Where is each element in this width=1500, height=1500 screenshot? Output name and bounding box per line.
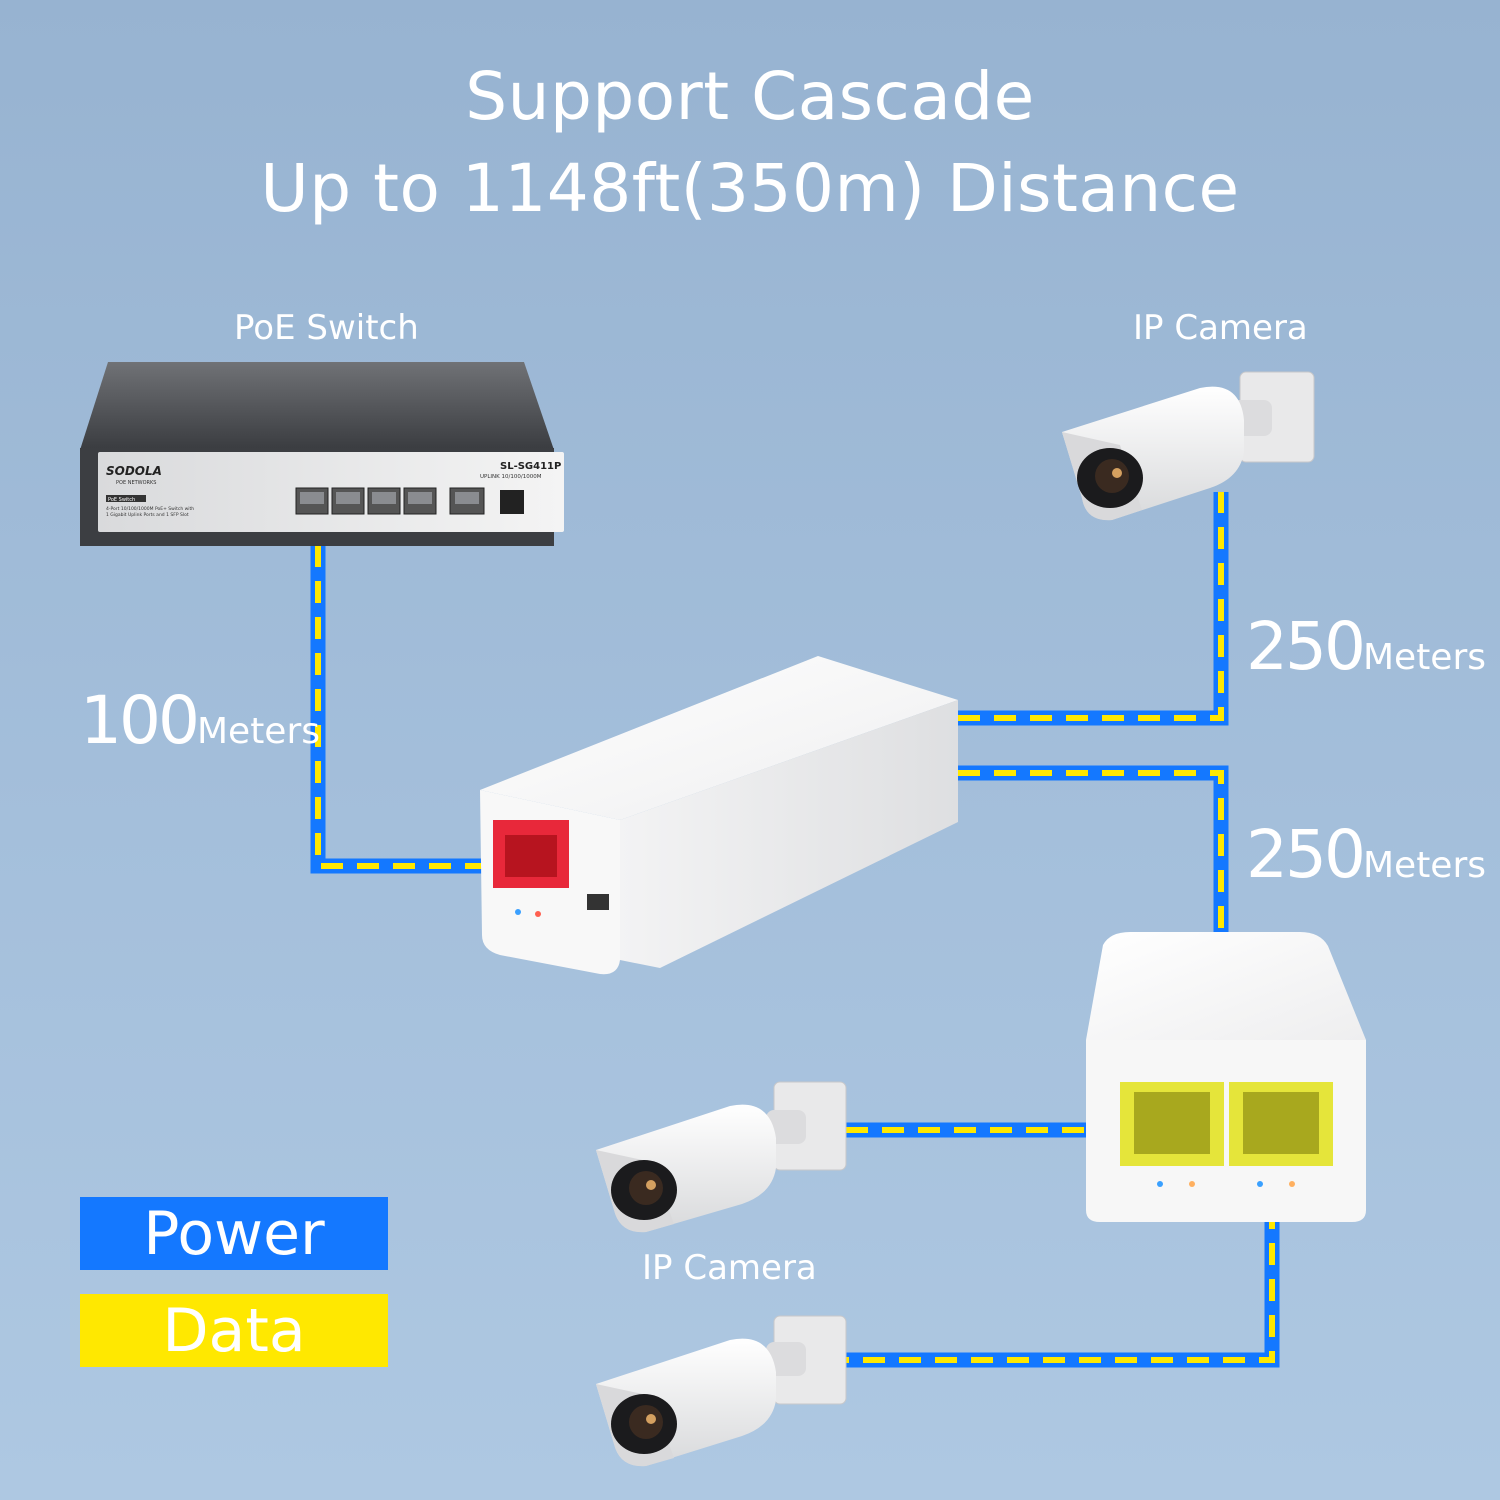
switch-desc-1: 4-Port 10/100/1000M PoE+ Switch with — [106, 506, 194, 512]
distance-segment-3-unit: Meters — [1362, 845, 1487, 886]
switch-model: SL-SG411P — [500, 461, 561, 472]
distance-segment-1-value: 100 — [80, 682, 200, 759]
legend-power: Power — [80, 1197, 388, 1270]
cable-switch-to-extender — [310, 545, 500, 874]
poe-splitter — [1086, 932, 1366, 1222]
switch-badge: PoE Switch — [108, 497, 135, 503]
poe-switch: SODOLA POE NETWORKS PoE Switch 4-Port 10… — [80, 362, 564, 546]
switch-brand: SODOLA — [106, 464, 162, 478]
distance-segment-3-value: 250 — [1246, 816, 1366, 893]
legend-data: Data — [80, 1294, 388, 1367]
cable-extender-to-splitter — [958, 765, 1229, 935]
poe-switch-label: PoE Switch — [234, 308, 419, 348]
ip-camera-top — [1062, 371, 1315, 521]
ip-camera-middle — [596, 1081, 847, 1233]
extender-switch — [587, 894, 609, 910]
distance-segment-1: 100Meters — [80, 682, 320, 759]
ip-camera-bottom — [596, 1315, 847, 1467]
ip-camera-top-label: IP Camera — [1133, 308, 1308, 348]
headline-title: Support Cascade — [465, 58, 1035, 135]
ip-camera-bottom-label: IP Camera — [642, 1248, 817, 1288]
poe-extender — [480, 656, 958, 975]
cable-extender-to-top-camera — [958, 492, 1229, 726]
distance-segment-2-unit: Meters — [1362, 637, 1487, 678]
distance-segment-1-unit: Meters — [196, 711, 321, 752]
switch-desc-2: 1 Gigabit Uplink Ports and 1 SFP Slot — [106, 512, 189, 518]
switch-uplink: UPLINK 10/100/1000M — [480, 474, 542, 480]
distance-segment-2-value: 250 — [1246, 608, 1366, 685]
switch-brand-sub: POE NETWORKS — [116, 480, 156, 486]
distance-segment-2: 250Meters — [1246, 608, 1486, 685]
headline-subtitle: Up to 1148ft(350m) Distance — [260, 150, 1240, 227]
distance-segment-3: 250Meters — [1246, 816, 1486, 893]
switch-ports — [295, 487, 524, 515]
